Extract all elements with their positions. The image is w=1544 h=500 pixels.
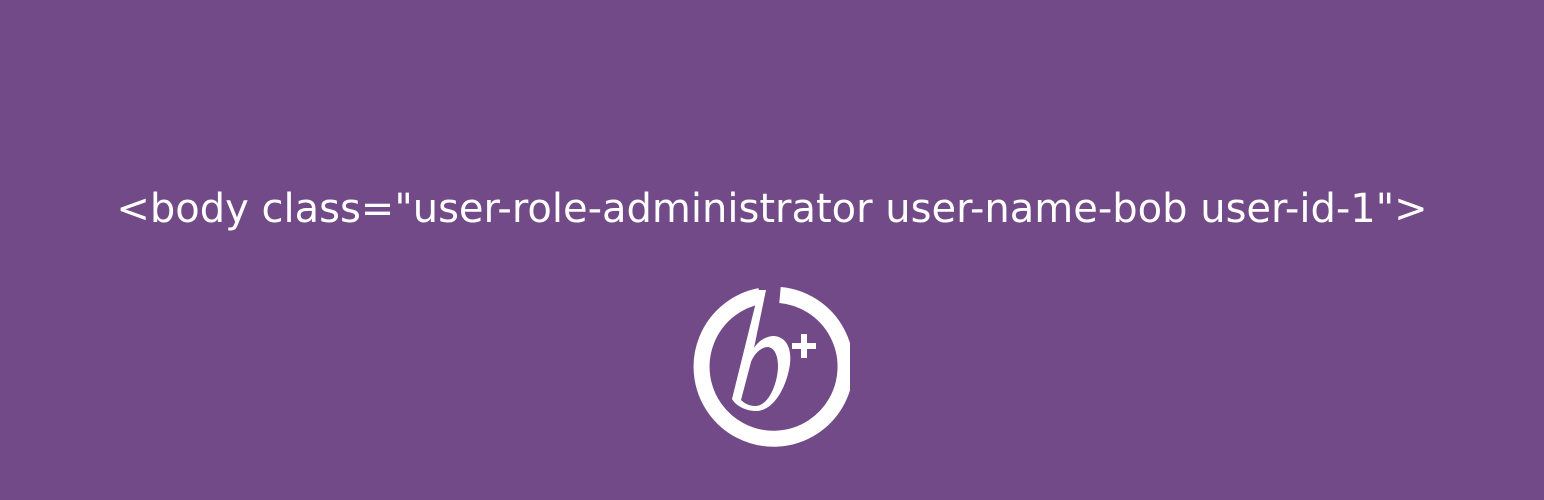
b-plus-logo-icon	[693, 287, 850, 447]
banner-headline: <body class="user-role-administrator use…	[116, 186, 1428, 232]
